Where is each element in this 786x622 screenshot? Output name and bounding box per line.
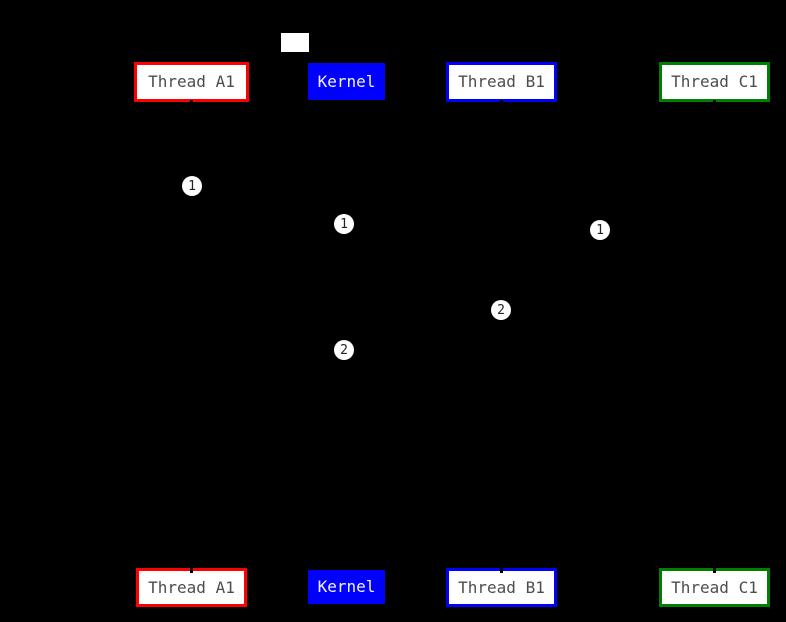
badge-number: 1 xyxy=(188,178,196,194)
autonumber-badge: 2 xyxy=(334,340,354,360)
autonumber-badge: 2 xyxy=(491,300,511,320)
participant-box-thread-c1-bottom: Thread C1 xyxy=(659,568,770,607)
badge-number: 1 xyxy=(340,216,348,232)
badge-number: 2 xyxy=(340,342,348,358)
autonumber-badge: 1 xyxy=(590,220,610,240)
lifeline-stub xyxy=(713,100,716,107)
participant-label: Thread B1 xyxy=(458,72,545,91)
participant-box-thread-b1-bottom: Thread B1 xyxy=(446,568,557,607)
participant-box-thread-a1-bottom: Thread A1 xyxy=(136,568,247,607)
lifeline-stub xyxy=(500,566,503,573)
lifeline-stub xyxy=(190,566,193,573)
participant-label: Kernel xyxy=(317,577,376,596)
participant-box-thread-a1-top: Thread A1 xyxy=(134,62,249,102)
participant-label: Thread B1 xyxy=(458,577,545,597)
badge-number: 1 xyxy=(596,222,604,238)
lifeline-stub xyxy=(190,100,193,107)
participant-box-kernel-top: Kernel xyxy=(308,63,385,100)
participant-label: Thread C1 xyxy=(671,577,758,597)
participant-label: Kernel xyxy=(317,71,376,91)
participant-box-kernel-bottom: Kernel xyxy=(308,570,385,604)
lifeline-stub xyxy=(500,100,503,107)
note-box xyxy=(281,33,309,52)
autonumber-badge: 1 xyxy=(334,214,354,234)
participant-label: Thread C1 xyxy=(671,72,758,91)
lifeline-stub xyxy=(713,566,716,573)
autonumber-badge: 1 xyxy=(182,176,202,196)
participant-box-thread-c1-top: Thread C1 xyxy=(659,62,770,102)
participant-box-thread-b1-top: Thread B1 xyxy=(446,62,557,102)
badge-number: 2 xyxy=(497,302,505,318)
participant-label: Thread A1 xyxy=(148,577,235,597)
participant-label: Thread A1 xyxy=(148,72,235,91)
